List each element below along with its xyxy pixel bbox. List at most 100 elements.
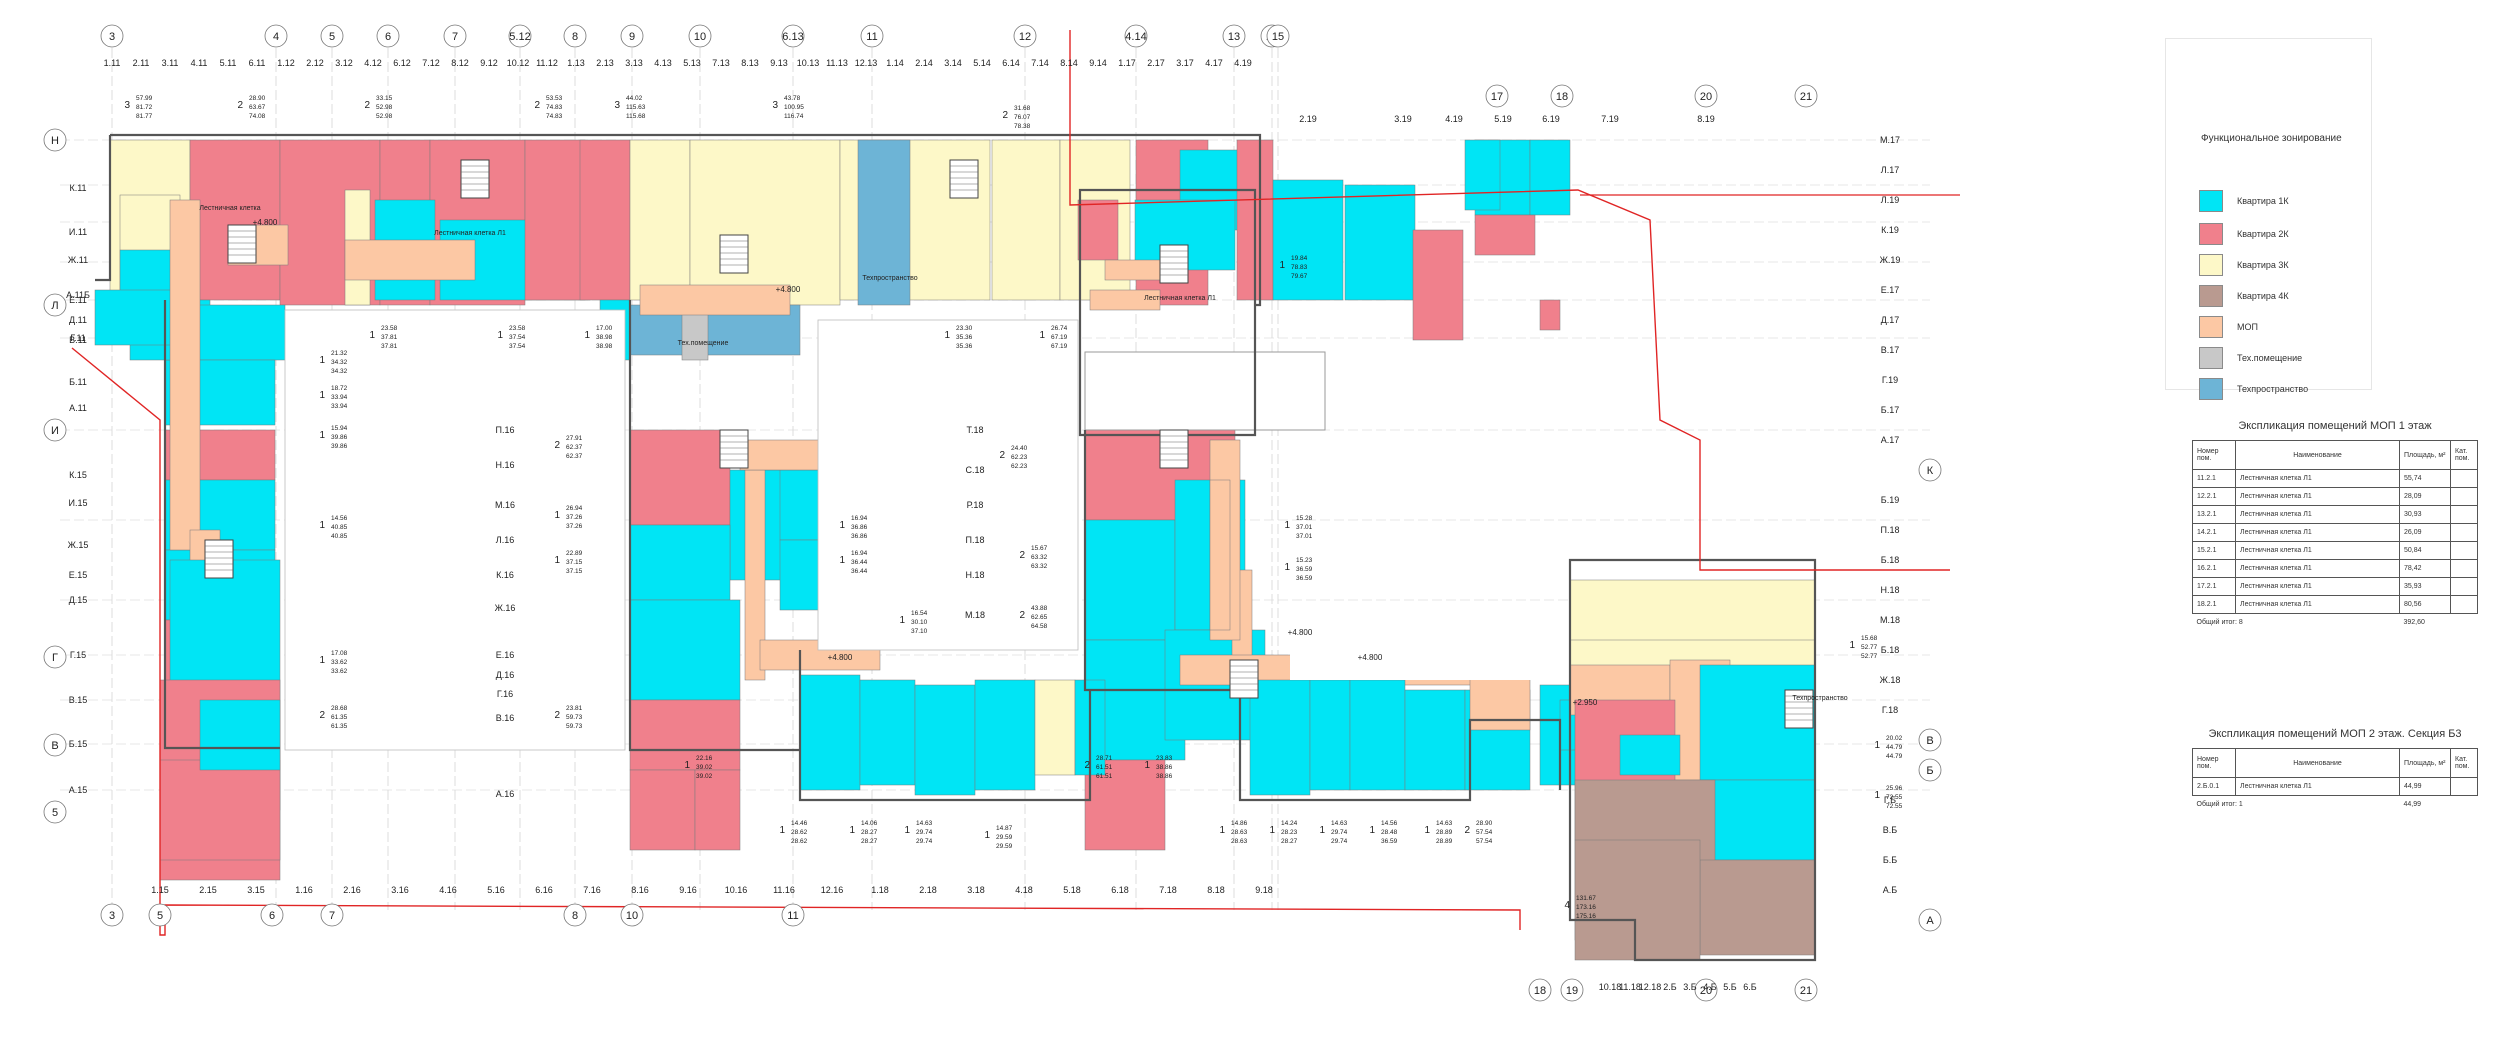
unit-room-count: 1 (899, 615, 905, 626)
unit-area-value: 57.99 (136, 95, 153, 102)
legend-swatch (2199, 316, 2223, 338)
axis-bubble-top: 5 (320, 24, 344, 48)
unit-room-count: 2 (534, 100, 540, 111)
axis-sublabel-top: 10.12 (507, 58, 530, 68)
unit-area-value: 43.78 (784, 95, 801, 102)
axis-sublabel-left: Г.15 (70, 650, 86, 660)
unit-room-count: 2 (1084, 760, 1090, 771)
unit-area-value: 28.27 (861, 838, 878, 845)
unit-area-value: 37.26 (566, 523, 583, 530)
axis-sublabel-top: 8.12 (451, 58, 469, 68)
axis-bubble-label: 10 (626, 910, 638, 922)
stair-frame (460, 159, 490, 199)
unit-area-value: 23.81 (566, 705, 583, 712)
unit-area-value: 28.90 (1476, 820, 1493, 827)
axis-bubble-left: Н (43, 128, 67, 152)
axis-bubble-label: 18 (1556, 91, 1568, 103)
unit-area-value: 33.62 (331, 659, 348, 666)
axis-sublabel-left: А.11 (69, 403, 87, 413)
unit-area-value: 17.08 (331, 650, 348, 657)
unit-area-value: 36.59 (1296, 566, 1313, 573)
unit-area-value: 28.89 (1436, 838, 1453, 845)
axis-bubble-label: Н (51, 135, 59, 147)
axis-bubble-top: 13 (1222, 24, 1246, 48)
axis-sublabel-left: Б.15 (69, 739, 87, 749)
unit-area-value: 37.10 (911, 628, 928, 635)
unit-room-count: 2 (554, 440, 560, 451)
axis-sublabel-top: 12.13 (855, 58, 878, 68)
apartment-room (914, 684, 976, 796)
unit-area-value: 36.44 (851, 568, 868, 575)
unit-room-count: 1 (1144, 760, 1150, 771)
axis-sublabel-top: 2.11 (133, 58, 150, 68)
stair-frame (204, 539, 234, 579)
unit-area-value: 31.68 (1014, 105, 1031, 112)
unit-room-count: 2 (1019, 610, 1025, 621)
apartment-room (1249, 679, 1311, 796)
unit-room-count: 1 (904, 825, 910, 836)
axis-sublabel-top: 3.17 (1176, 58, 1194, 68)
stair-icon (204, 539, 234, 579)
unit-area-value: 81.77 (136, 113, 153, 120)
stair-frame (1784, 689, 1814, 729)
axis-bubble-label: 6.13 (782, 31, 803, 43)
unit-room-count: 1 (984, 830, 990, 841)
axis-sublabel-bottom: 12.16 (821, 885, 844, 895)
unit-area-value: 37.26 (566, 514, 583, 521)
axis-bubble-circle (1794, 978, 1818, 1002)
unit-area-value: 14.63 (916, 820, 933, 827)
axis-sublabel-bottom: 1.18 (871, 885, 889, 895)
level-mark: +2.950 (1573, 698, 1598, 707)
unit-area-value: 78.38 (1014, 123, 1031, 130)
axis-sublabel-bottom: 1.15 (151, 885, 169, 895)
cell-category (2450, 541, 2478, 560)
unit-area-value: 44.79 (1886, 744, 1903, 751)
axis-sublabel-top: 7.14 (1031, 58, 1049, 68)
unit-area-value: 14.46 (791, 820, 808, 827)
unit-area-value: 19.84 (1291, 255, 1308, 262)
unit-area-value: 28.27 (861, 829, 878, 836)
unit-area-value: 35.36 (956, 343, 973, 350)
axis-bubble-circle (443, 24, 467, 48)
axis-bubble-right-side: А (1918, 908, 1942, 932)
mop-table-floor1: Экспликация помещений МОП 1 этаж Номер п… (2192, 420, 2478, 631)
apartment-room (1104, 259, 1161, 281)
unit-room-count: 1 (1849, 640, 1855, 651)
legend-item-4k: Квартира 4К (2199, 284, 2289, 308)
unit-area-value: 28.89 (1436, 829, 1453, 836)
unit-area-value: 14.63 (1436, 820, 1453, 827)
legend-label: Квартира 4К (2237, 291, 2289, 301)
apartment-room (629, 429, 731, 526)
unit-area-value: 52.98 (376, 104, 393, 111)
unit-area-value: 78.83 (1291, 264, 1308, 271)
axis-bubble-circle (100, 903, 124, 927)
apartment-room (579, 139, 631, 301)
axis-sublabel-top: 6.12 (393, 58, 411, 68)
apartment-room (1209, 479, 1231, 631)
courtyard (284, 309, 626, 751)
unit-room-count: 3 (614, 100, 620, 111)
wall (1083, 430, 1240, 692)
passage (1084, 351, 1326, 431)
unit-area-value: 59.73 (566, 723, 583, 730)
apartment-room (199, 699, 281, 771)
unit-area-value: 61.51 (1096, 773, 1113, 780)
stair-frame (1229, 659, 1259, 699)
axis-sublabel-top: 9.12 (480, 58, 498, 68)
axis-bubble-label: Б (1926, 765, 1933, 777)
axis-sublabel-bottom: 8.18 (1207, 885, 1225, 895)
unit-area-value: 62.65 (1031, 614, 1048, 621)
axis-bubble-circle (1918, 458, 1942, 482)
unit-area-value: 23.30 (956, 325, 973, 332)
unit-room-count: 1 (1284, 562, 1290, 573)
legend-swatch (2199, 190, 2223, 212)
